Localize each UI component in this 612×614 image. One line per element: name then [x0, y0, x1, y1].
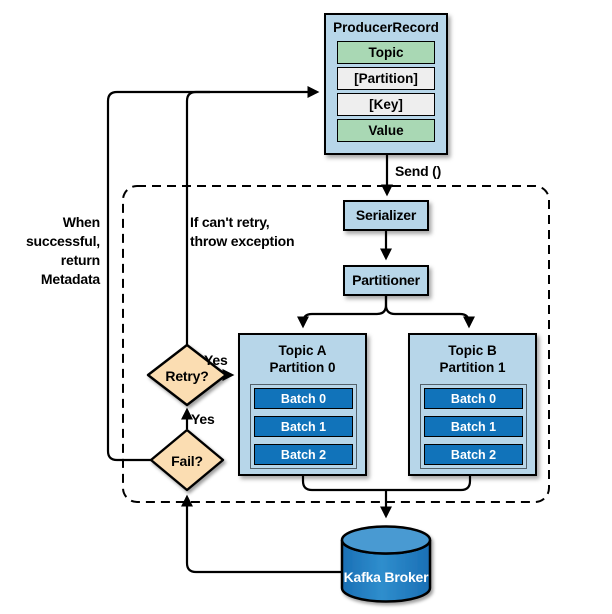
- kafka-broker-label: Kafka Broker: [343, 569, 429, 585]
- producer-record-box: ProducerRecord Topic [Partition] [Key] V…: [324, 13, 448, 155]
- topic-a-name: Topic A: [278, 343, 327, 358]
- kafka-broker-cylinder: [340, 525, 432, 603]
- no-retry-annotation-line1: If can't retry,: [190, 214, 270, 230]
- topic-b-box: Topic B Partition 1 Batch 0 Batch 1 Batc…: [408, 333, 537, 476]
- producer-record-fields: Topic [Partition] [Key] Value: [326, 41, 446, 142]
- topic-b-batches: Batch 0 Batch 1 Batch 2: [420, 384, 527, 469]
- batch-item: Batch 1: [254, 416, 353, 437]
- batch-item: Batch 0: [254, 388, 353, 409]
- topic-a-box: Topic A Partition 0 Batch 0 Batch 1 Batc…: [238, 333, 367, 476]
- retry-label: Retry?: [165, 368, 209, 384]
- field-value: Value: [337, 119, 435, 142]
- fail-decision-diamond: [149, 428, 225, 492]
- field-topic: Topic: [337, 41, 435, 64]
- no-retry-annotation: If can't retry, throw exception: [190, 213, 330, 251]
- field-key: [Key]: [337, 93, 435, 116]
- yes-label-fail: Yes: [191, 411, 215, 427]
- topic-b-title: Topic B Partition 1: [410, 335, 535, 376]
- no-retry-annotation-line2: throw exception: [190, 233, 295, 249]
- send-label: Send (): [395, 163, 442, 179]
- partitioner-box: Partitioner: [343, 265, 429, 296]
- field-partition: [Partition]: [337, 67, 435, 90]
- success-annotation-line2: return Metadata: [40, 252, 100, 287]
- batch-item: Batch 1: [424, 416, 523, 437]
- arrow-partitioner-to-topic-b: [384, 296, 476, 329]
- batch-item: Batch 2: [254, 444, 353, 465]
- topic-b-name: Topic B: [448, 343, 497, 358]
- success-annotation: When successful, return Metadata: [4, 213, 100, 289]
- topic-a-batches: Batch 0 Batch 1 Batch 2: [250, 384, 357, 469]
- yes-label-retry: Yes: [204, 352, 228, 368]
- arrow-broker-to-fail: [180, 494, 343, 574]
- producer-record-title: ProducerRecord: [333, 20, 439, 35]
- batch-item: Batch 0: [424, 388, 523, 409]
- topic-a-title: Topic A Partition 0: [240, 335, 365, 376]
- line-topics-merge: [301, 476, 472, 492]
- topic-b-partition: Partition 1: [439, 360, 506, 375]
- fail-label: Fail?: [171, 453, 203, 469]
- success-annotation-line1: When successful,: [25, 214, 100, 249]
- batch-item: Batch 2: [424, 444, 523, 465]
- arrow-return-to-producer-record: [106, 85, 320, 462]
- producer-internals-dashed-region: [122, 185, 550, 503]
- arrow-partitioner-to-topic-a: [296, 296, 388, 329]
- retry-decision-diamond: [146, 343, 228, 407]
- serializer-box: Serializer: [343, 200, 429, 231]
- topic-a-partition: Partition 0: [269, 360, 336, 375]
